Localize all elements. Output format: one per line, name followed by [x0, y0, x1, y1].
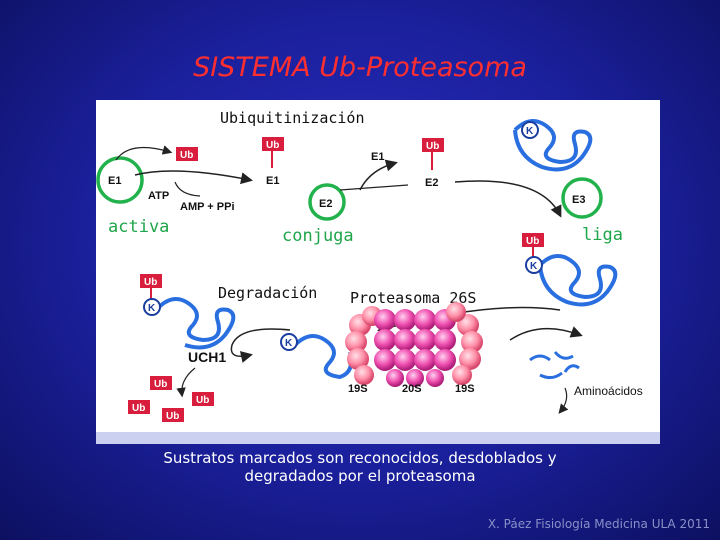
lysine-k-top	[521, 121, 539, 139]
caption-line-1: Sustratos marcados son reconocidos, desd…	[163, 449, 557, 467]
e2-label-right: E2	[425, 177, 438, 189]
e2-label-mid: E2	[319, 198, 332, 210]
label-liga: liga	[582, 225, 623, 245]
released-ub-tags: Ub Ub Ub Ub	[128, 376, 214, 422]
arrow-ub-release	[176, 367, 196, 398]
caption-line-2: degradados por el proteasoma	[244, 467, 476, 485]
arrow-e2-e3	[454, 180, 562, 218]
ub-left-text: Ub	[144, 277, 157, 288]
arrow-uch1	[230, 328, 291, 363]
panel-bottom-bar	[96, 432, 660, 444]
arrow-amp	[174, 181, 201, 197]
e2-circle	[308, 183, 346, 221]
k-label-left: K	[148, 303, 156, 314]
label-uch1: UCH1	[188, 349, 226, 365]
label-20s: 20S	[402, 383, 422, 395]
e3-circle	[561, 177, 603, 219]
ub-free-text: Ub	[180, 150, 193, 161]
ub-right-text: Ub	[526, 236, 539, 247]
k-label-right: K	[530, 261, 538, 272]
proteasome-20s-core	[374, 309, 456, 387]
e1-circle	[96, 156, 144, 204]
svg-text:Ub: Ub	[196, 395, 209, 406]
atp-label: ATP	[148, 190, 169, 202]
k-label-top: K	[526, 126, 534, 137]
lysine-k-left	[143, 298, 161, 316]
ub-e2-text: Ub	[426, 141, 439, 152]
ub-tag-free	[176, 147, 198, 161]
substrate-protein-tagged	[538, 254, 618, 307]
protein-left	[156, 297, 236, 350]
arrow-transfer	[339, 184, 409, 191]
k-label-center: K	[285, 338, 293, 349]
ub-tag-right	[522, 233, 544, 247]
lysine-k-right	[525, 256, 543, 274]
label-degradacion: Degradación	[218, 284, 317, 302]
label-proteasoma: Proteasoma 26S	[350, 289, 476, 307]
ub-tag-left	[140, 274, 162, 288]
slide-title: SISTEMA Ub-Proteasoma	[193, 52, 527, 83]
peptide-fragments	[529, 351, 580, 380]
label-19s-left: 19S	[348, 383, 368, 395]
slide-caption: Sustratos marcados son reconocidos, desd…	[96, 449, 624, 485]
arrow-to-aminoacids	[558, 387, 569, 414]
proteasome-26s	[345, 302, 483, 387]
amp-label: AMP + PPi	[180, 201, 235, 213]
lysine-k-center	[280, 333, 298, 351]
svg-text:Ub: Ub	[166, 411, 179, 422]
ub-e1-text: Ub	[266, 140, 279, 151]
e1-label-mid: E1	[266, 175, 279, 187]
e3-label: E3	[572, 194, 585, 206]
label-19s-right: 19S	[455, 383, 475, 395]
arrow-out-proteasome	[509, 326, 583, 341]
label-activa: activa	[108, 217, 169, 237]
e1-label-left: E1	[108, 175, 121, 187]
svg-text:Ub: Ub	[132, 403, 145, 414]
substrate-protein-top	[513, 119, 593, 172]
ub-tag-e2	[422, 138, 444, 152]
ub-tag-e1	[262, 137, 284, 151]
label-ubiquitinacion: Ubiquitinización	[220, 109, 365, 127]
arrow-e1-release	[359, 159, 398, 191]
protein-entering	[293, 334, 354, 380]
arrow-activation	[134, 170, 253, 185]
svg-text:Ub: Ub	[154, 379, 167, 390]
slide-footer: X. Páez Fisiología Medicina ULA 2011	[487, 517, 710, 531]
label-conjuga: conjuga	[282, 226, 354, 246]
e1-label-release: E1	[371, 151, 384, 163]
proteasome-19s-left	[345, 306, 382, 385]
label-aminoacidos: Aminoácidos	[574, 384, 643, 398]
proteasome-19s-right	[446, 302, 483, 385]
arrow-ub-in	[115, 145, 173, 161]
